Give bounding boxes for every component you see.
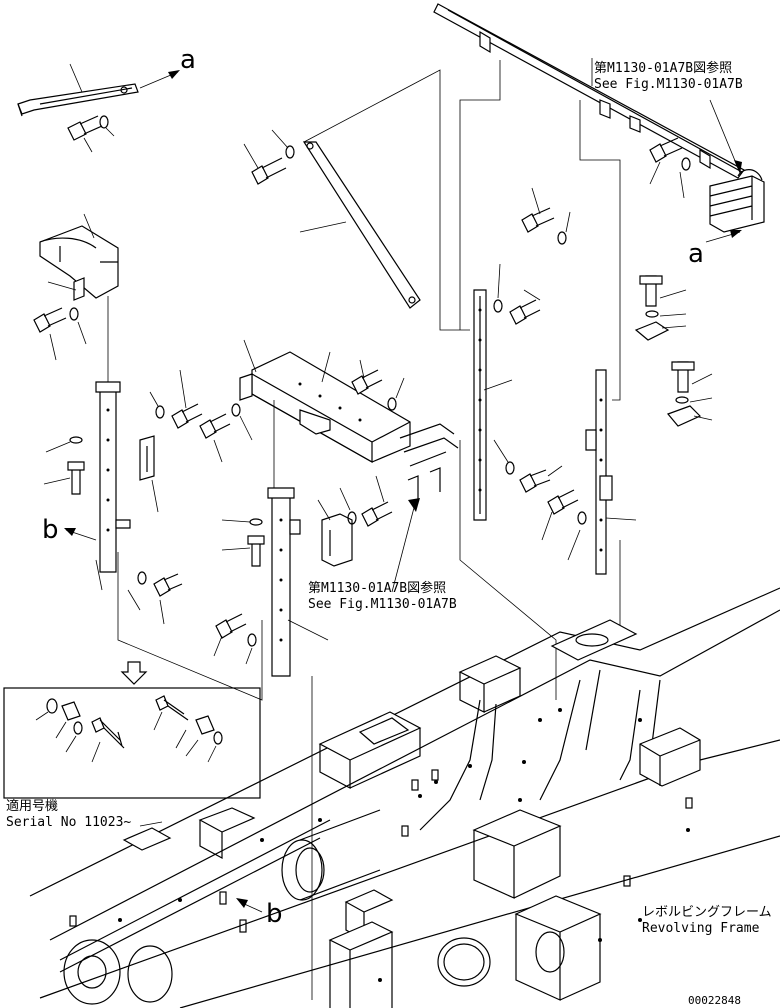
bolt-left-2 <box>43 436 85 495</box>
right-bracket-box <box>709 169 765 233</box>
bolt-right-2 <box>671 361 713 393</box>
bolt-top-center <box>243 129 295 185</box>
callout-a-top: a <box>180 45 196 75</box>
arrow-b-bottom <box>236 898 248 908</box>
bolt-center <box>351 359 405 411</box>
inset-parts-left <box>35 698 125 763</box>
beam-end-detail <box>399 423 459 500</box>
callout-b-left: b <box>42 515 59 545</box>
serial-jp: 適用号機 <box>6 798 58 814</box>
post-center-right <box>473 289 513 521</box>
arrow-center-ref <box>408 498 420 512</box>
bolt-post-center <box>493 263 541 325</box>
leader-center-ref <box>391 499 417 593</box>
arrow-a-right <box>730 230 742 238</box>
guide-line-8 <box>117 552 263 701</box>
small-bracket-left <box>47 277 85 301</box>
post-center <box>267 487 329 677</box>
bolt-left-3 <box>149 369 203 429</box>
small-plate-left <box>139 435 159 513</box>
inset-arrow <box>120 661 148 685</box>
bolt-lower-1 <box>127 571 183 625</box>
bolt-left-1 <box>33 307 87 361</box>
plate-right-2 <box>666 396 713 427</box>
guide-line-2 <box>579 100 621 401</box>
bolt-left-4 <box>199 403 253 463</box>
inset-parts-right <box>153 695 223 763</box>
inset-box <box>3 687 261 799</box>
bolt-center-3 <box>221 518 265 567</box>
bolt-center-2 <box>339 475 393 527</box>
post-left <box>95 381 131 591</box>
guide-line-3 <box>459 60 501 330</box>
drawing-number: 00022848 <box>688 994 741 1007</box>
guide-line-4 <box>459 440 557 700</box>
bracket-top-left <box>39 213 119 299</box>
callout-a-right: a <box>688 239 704 269</box>
frame-label-jp: レボルビングフレーム <box>642 905 772 920</box>
plate-right-1 <box>634 310 687 341</box>
frame-label-en: Revolving Frame <box>642 921 760 936</box>
bolt-top-left <box>67 115 115 153</box>
callout-b-bottom: b <box>266 899 283 929</box>
diagonal-stay <box>299 141 421 309</box>
guide-line-1 <box>303 69 470 331</box>
bolt-lower-2 <box>213 613 257 665</box>
leader-right-ref <box>709 99 739 169</box>
bolts-post-right <box>493 439 587 561</box>
arrow-a-top <box>168 70 180 79</box>
revolving-frame <box>29 587 780 1008</box>
arrow-right-ref <box>734 160 742 174</box>
channel-beam <box>239 339 411 464</box>
arrow-b-left <box>64 528 76 536</box>
bracket-center <box>317 499 353 567</box>
stay-bar-top-left <box>17 63 139 117</box>
bolt-mid-right <box>521 187 571 245</box>
ref-top-right-jp: 第M1130-01A7B図参照 <box>594 60 732 76</box>
bolt-right-1 <box>639 275 687 307</box>
post-right <box>585 369 637 575</box>
bolt-top-right <box>649 137 691 199</box>
top-rail <box>433 3 745 179</box>
leader-serial <box>139 821 163 827</box>
ref-center-jp: 第M1130-01A7B図参照 <box>308 580 446 596</box>
ref-center-en: See Fig.M1130-01A7B <box>308 597 457 612</box>
ref-top-right-en: See Fig.M1130-01A7B <box>594 77 743 92</box>
serial-en: Serial No 11023~ <box>6 815 131 830</box>
